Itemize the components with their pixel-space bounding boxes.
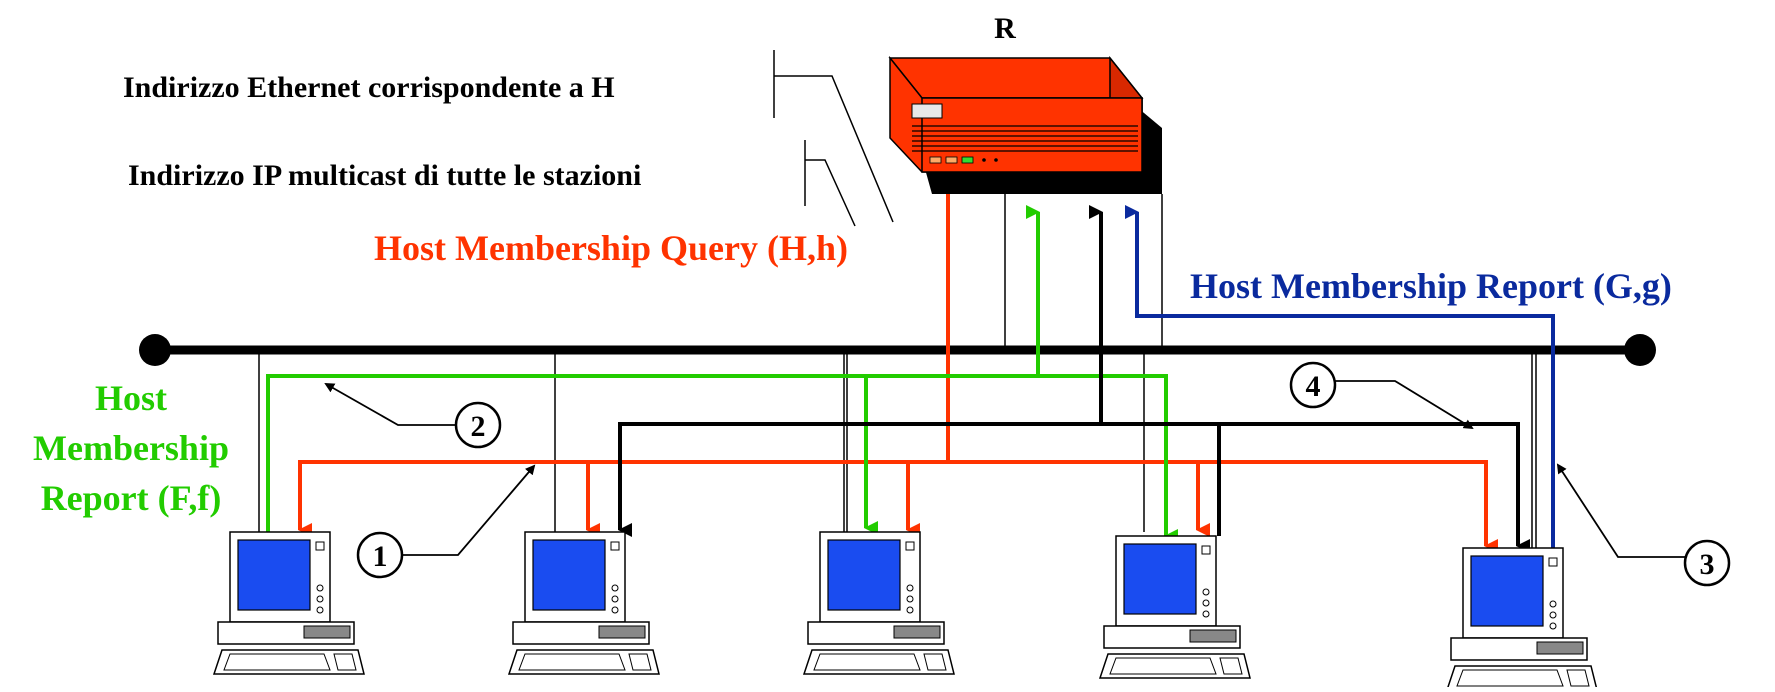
host-computer: [1098, 535, 1251, 679]
host-computer: [212, 531, 365, 675]
report-f-line1: Host: [95, 378, 167, 418]
report-f-label: Host Membership Report (F,f): [33, 378, 229, 518]
keyboard: [212, 649, 365, 675]
ethernet-bus: [139, 334, 1656, 366]
callout-2: 2: [324, 383, 502, 449]
step-number-1: 1: [373, 540, 388, 573]
host-computer: [507, 531, 660, 675]
step-number-2: 2: [471, 410, 486, 443]
query-label: Host Membership Query (H,h): [374, 228, 848, 268]
report-f-line3: Report (F,f): [41, 478, 222, 518]
host-drops: [258, 350, 1537, 548]
hosts: [212, 531, 1598, 691]
monitor-screen: [827, 539, 901, 611]
step-number-4: 4: [1306, 370, 1321, 403]
callout-4: 4: [1289, 361, 1474, 430]
host-computer: [1445, 547, 1598, 691]
bus-terminator-left: [139, 334, 171, 366]
report-f-path: [266, 205, 1178, 543]
keyboard: [507, 649, 660, 675]
step-number-3: 3: [1700, 548, 1715, 581]
monitor-screen: [237, 539, 311, 611]
query-path: [298, 194, 1498, 553]
report-g-path: [1125, 205, 1555, 552]
monitor-screen: [1123, 543, 1197, 615]
keyboard: [1445, 665, 1598, 691]
keyboard: [1098, 653, 1251, 679]
router: R: [888, 12, 1162, 194]
router-label: R: [994, 12, 1016, 45]
black-report-path: [618, 205, 1530, 553]
keyboard: [802, 649, 955, 675]
monitor-screen: [532, 539, 606, 611]
router-bus-drops: [1004, 194, 1163, 346]
bus-terminator-right: [1624, 334, 1656, 366]
report-f-line2: Membership: [33, 428, 229, 468]
annotation-ip-multicast: Indirizzo IP multicast di tutte le stazi…: [128, 140, 856, 227]
ip-multicast-label: Indirizzo IP multicast di tutte le stazi…: [128, 159, 641, 192]
callout-3: 3: [1556, 463, 1731, 587]
annotation-ethernet: Indirizzo Ethernet corrispondente a H: [123, 50, 894, 223]
callout-1: 1: [356, 464, 536, 579]
report-g-label: Host Membership Report (G,g): [1190, 266, 1672, 306]
host-computer: [802, 531, 955, 675]
ethernet-address-label: Indirizzo Ethernet corrispondente a H: [123, 71, 615, 104]
monitor-screen: [1470, 555, 1544, 627]
